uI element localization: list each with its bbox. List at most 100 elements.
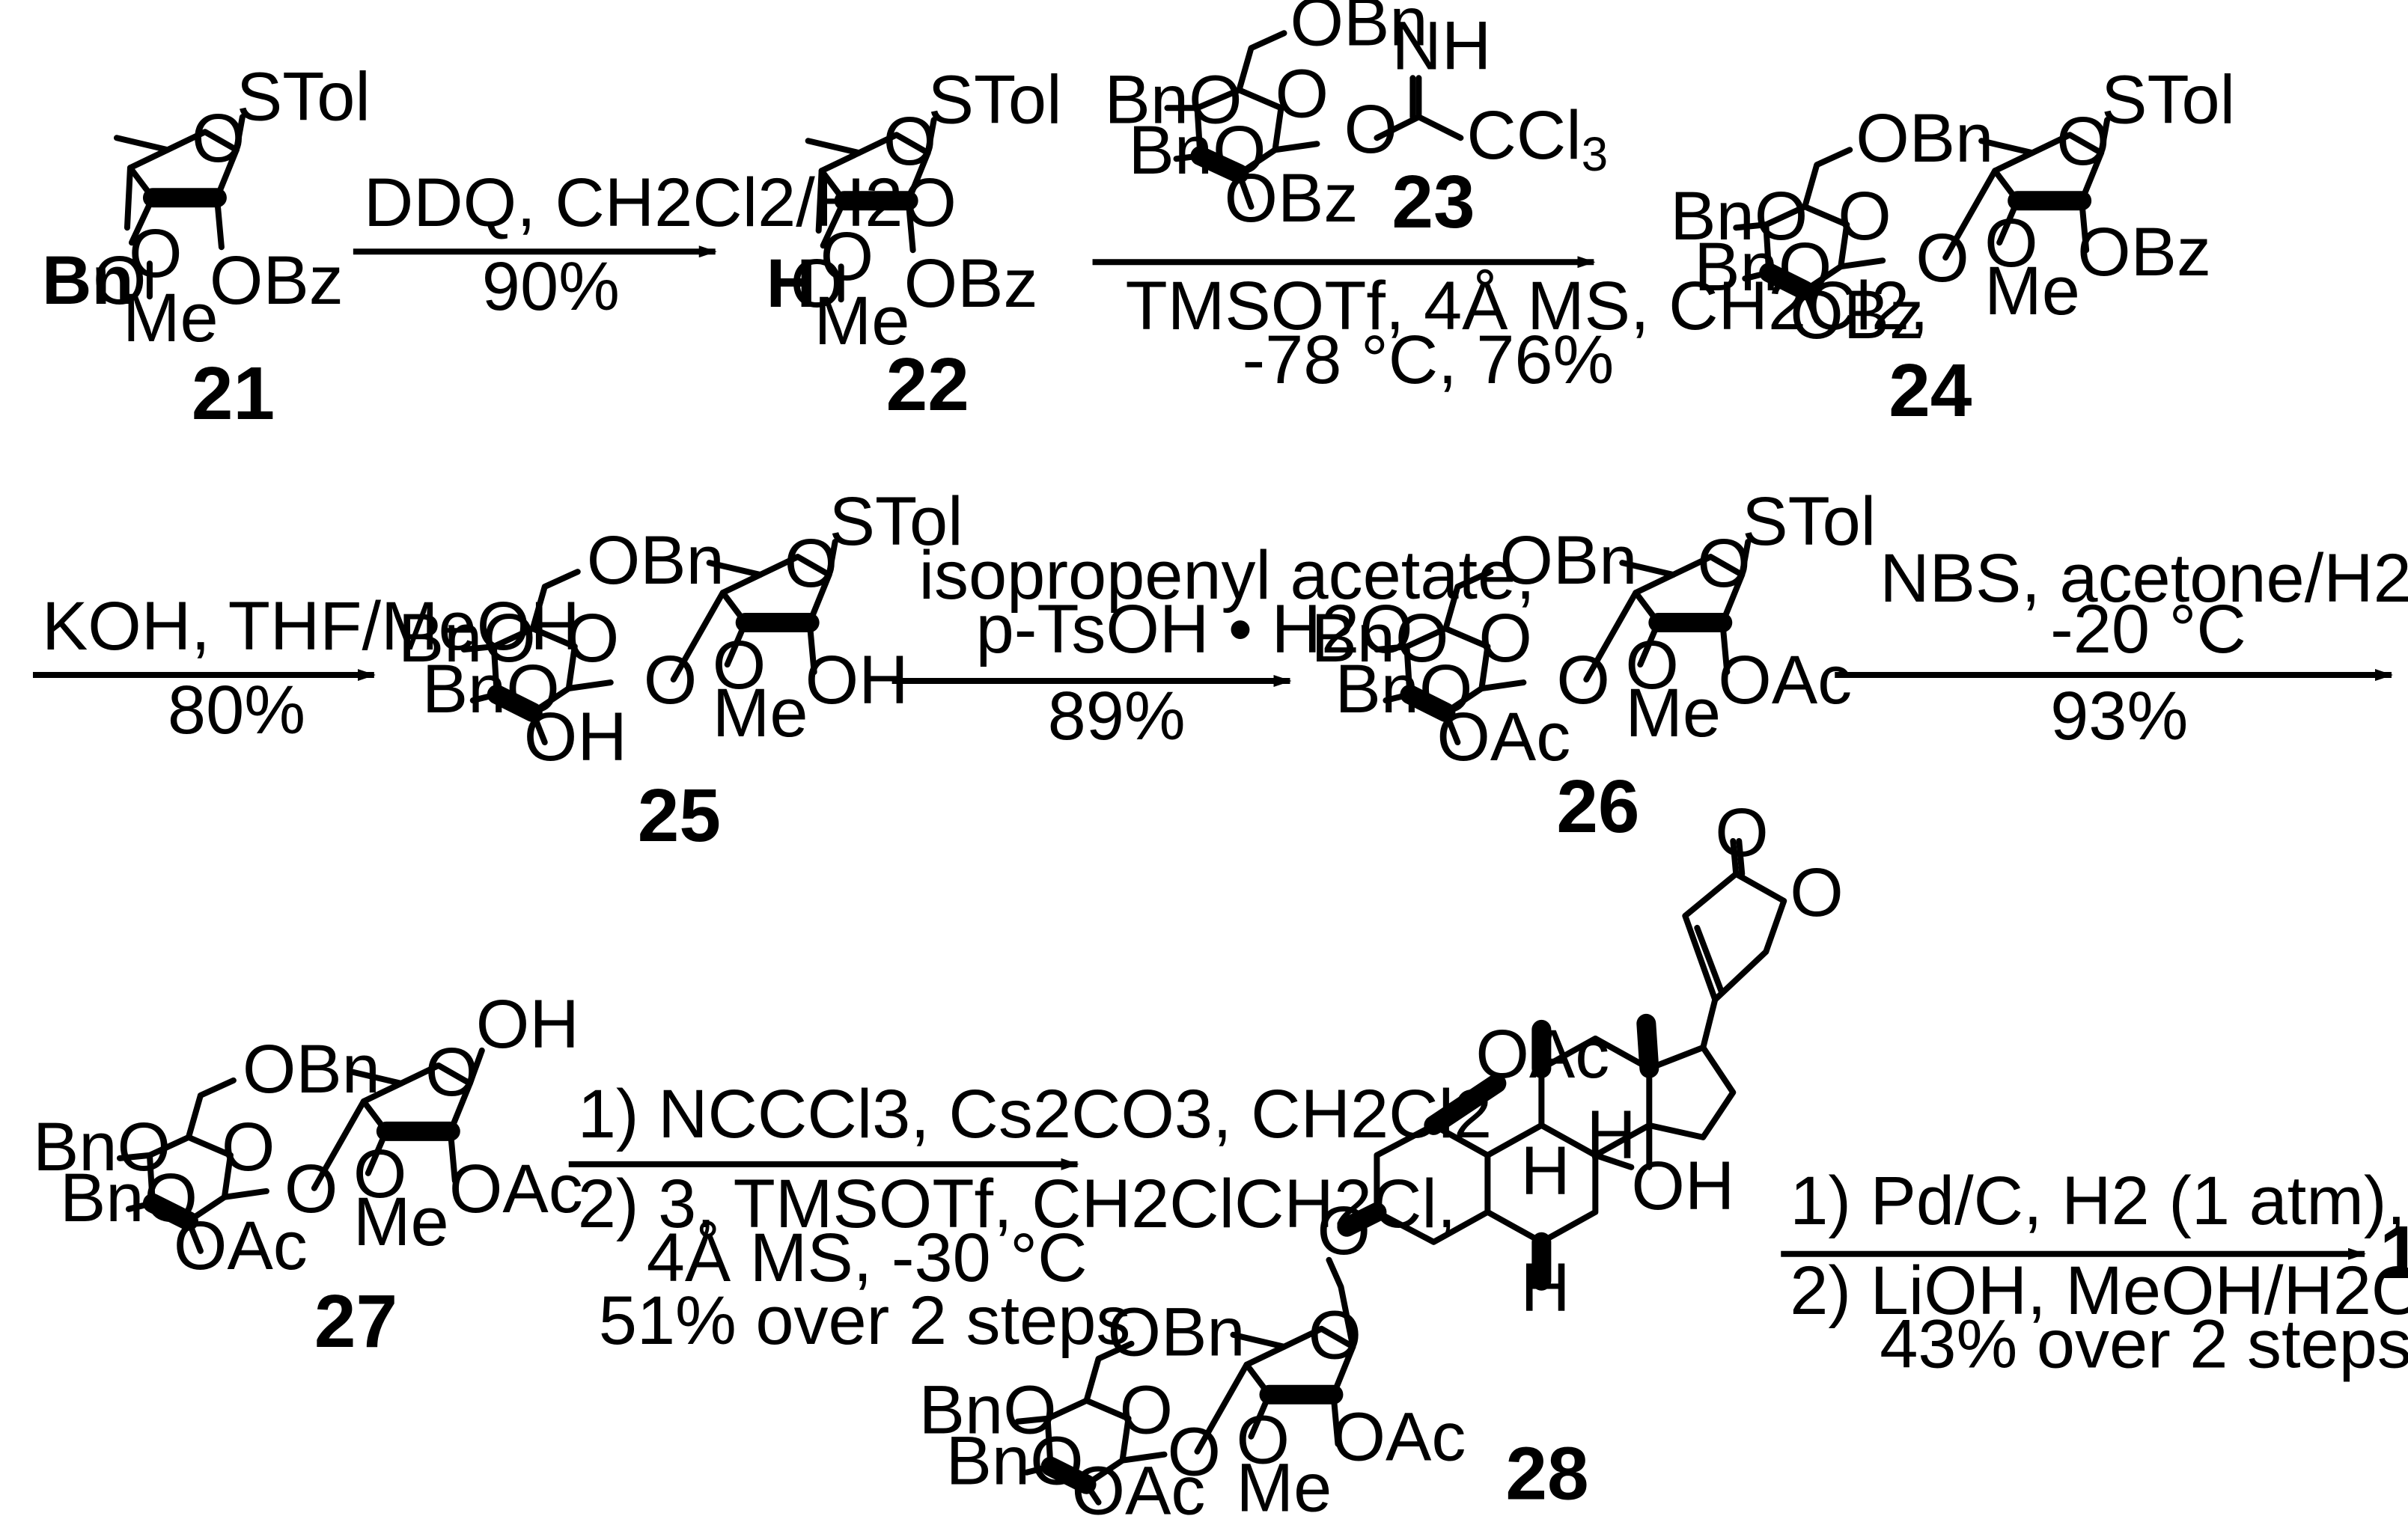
- bno-label: BnO: [60, 1160, 198, 1236]
- obz-label: OBz: [1224, 160, 1358, 236]
- ring-oxygen: O: [192, 100, 246, 177]
- r4-top2: p-TsOH • H2O: [976, 591, 1413, 667]
- reaction-arrow-3: KOH, THF/MeOH 80%: [32, 588, 580, 748]
- oac-label: OAc: [1072, 1453, 1206, 1525]
- compound-28: OAc H H OH H O O O O O OBn BnO BnO OAc O…: [919, 795, 1844, 1525]
- o-label: O: [1344, 91, 1397, 168]
- bno-label: BnO: [1670, 178, 1808, 254]
- bno-label: BnO: [1105, 61, 1243, 138]
- me-label: Me: [1625, 675, 1721, 751]
- ccl3-label: CCl3: [1466, 97, 1608, 181]
- compound-26: O O STol OBn BnO BnO OAc OAc O O Me 26: [1311, 483, 1876, 849]
- compound-25: O O STol OBn BnO BnO OH OH O O Me 25: [398, 483, 963, 858]
- obn-label: OBn: [1290, 0, 1427, 60]
- obn-label: OBn: [587, 522, 725, 599]
- o-label: O: [790, 245, 844, 322]
- o-label: O: [1317, 1193, 1371, 1269]
- ring-oxygen: O: [1478, 600, 1532, 676]
- bno-label: BnO: [1129, 112, 1267, 189]
- r7-cond2: 2) LiOH, MeOH/H2O/THF: [1790, 1253, 2408, 1329]
- bno-label: BnO: [33, 1109, 171, 1185]
- obn-label: OBn: [1108, 1295, 1246, 1371]
- ring-oxygen: O: [222, 1109, 275, 1185]
- o-label: O: [1915, 220, 1969, 296]
- ring-oxygen: O: [784, 525, 838, 602]
- h-label: H: [766, 245, 816, 322]
- compound-label-27: 27: [314, 1280, 397, 1363]
- ring-oxygen: O: [1120, 1372, 1174, 1449]
- reaction-arrow-4: isopropenyl acetate, p-TsOH • H2O 89%: [891, 537, 1535, 754]
- r6-cond1: 1) NCCCl3, Cs2CO3, CH2Cl2: [578, 1076, 1492, 1152]
- bno-label: BnO: [1311, 600, 1448, 676]
- stol-label: STol: [928, 61, 1062, 138]
- obz-label: OBz: [1790, 277, 1924, 353]
- bno-label: BnO: [1694, 229, 1832, 305]
- stol-label: STol: [237, 58, 371, 135]
- r5-top1: NBS, acetone/H2O/CH2Cl2,: [1880, 540, 2408, 617]
- bn-label: Bn: [42, 242, 134, 319]
- oac-label: OAc: [1332, 1399, 1466, 1476]
- bno-label: BnO: [946, 1423, 1084, 1500]
- r6-cond4: 51% over 2 steps: [599, 1283, 1131, 1359]
- me-label: Me: [1236, 1450, 1332, 1525]
- me-label: Me: [713, 675, 808, 751]
- obz-label: OBz: [2077, 214, 2211, 290]
- oac-label: OAc: [1475, 1016, 1609, 1092]
- stol-label: STol: [829, 483, 963, 560]
- oac-label: OAc: [174, 1208, 308, 1284]
- oac-label: OAc: [1436, 699, 1570, 775]
- reaction-arrow-2: TMSOTf, 4Å MS, CH2Cl2, -78 °C, 76%: [1092, 256, 1929, 398]
- bno-label: BnO: [422, 651, 560, 727]
- compound-24: O O STol OBn BnO BnO OBz OBz O O Me 24: [1670, 61, 2235, 433]
- compound-label-28: 28: [1505, 1433, 1588, 1516]
- r5-top2: -20 °C: [2050, 591, 2246, 667]
- o-label: O: [93, 242, 147, 319]
- compound-23: O OBn BnO BnO OBz O NH CCl3 23: [1105, 0, 1609, 244]
- h-label: H: [1520, 1133, 1570, 1209]
- oac-label: OAc: [1718, 642, 1852, 718]
- reaction-arrow-5: NBS, acetone/H2O/CH2Cl2, -20 °C 93%: [1835, 540, 2408, 754]
- lactone-o: O: [1790, 855, 1844, 931]
- compound-label-24: 24: [1889, 349, 1972, 433]
- compound-label-26: 26: [1556, 765, 1639, 849]
- obn-label: OBn: [1856, 100, 1993, 177]
- o-label: O: [1236, 1402, 1290, 1479]
- r3-yield: 80%: [168, 672, 305, 748]
- r2-cond2: -78 °C, 76%: [1242, 322, 1614, 398]
- ring-oxygen: O: [566, 600, 620, 676]
- compound-label-22: 22: [886, 343, 969, 427]
- o-label: O: [353, 1136, 407, 1212]
- o-label: O: [644, 642, 698, 718]
- compound-21: O STol OBz Bn O O Me 21: [42, 58, 371, 436]
- lactone-carbonyl-o: O: [1715, 795, 1769, 871]
- obn-label: OBn: [243, 1031, 380, 1107]
- oh-label: OH: [524, 699, 627, 775]
- ring-oxygen: O: [425, 1034, 479, 1110]
- compound-label-21: 21: [192, 352, 275, 436]
- nh-label: NH: [1392, 7, 1491, 84]
- r3-top: KOH, THF/MeOH: [42, 588, 580, 664]
- r7-cond1: 1) Pd/C, H2 (1 atm), EA/MeOH: [1790, 1163, 2408, 1239]
- ring-oxygen: O: [1275, 55, 1329, 132]
- o-label: O: [1168, 1414, 1222, 1491]
- r6-cond2: 2) 3, TMSOTf, CH2ClCH2Cl,: [578, 1166, 1457, 1242]
- stol-label: STol: [1742, 483, 1876, 560]
- obn-label: OBn: [1499, 522, 1637, 599]
- reaction-arrow-7: 1) Pd/C, H2 (1 atm), EA/MeOH 2) LiOH, Me…: [1781, 1163, 2408, 1383]
- ring-oxygen: O: [883, 103, 937, 180]
- ring-oxygen: O: [2056, 103, 2110, 180]
- o-label: O: [1984, 205, 2038, 281]
- h-label: H: [1586, 1097, 1636, 1173]
- bno-label: BnO: [398, 600, 536, 676]
- o-label: O: [820, 218, 874, 295]
- me-label: Me: [814, 283, 910, 359]
- r7-cond3: 43% over 2 steps: [1880, 1307, 2408, 1383]
- r6-cond3: 4Å MS, -30 °C: [647, 1220, 1088, 1296]
- oac-label: OAc: [449, 1151, 583, 1227]
- o-label: O: [713, 627, 766, 703]
- r1-yield: 90%: [482, 248, 620, 325]
- obz-label: OBz: [904, 245, 1038, 322]
- r4-yield: 89%: [1048, 678, 1186, 754]
- o-label: O: [129, 216, 183, 292]
